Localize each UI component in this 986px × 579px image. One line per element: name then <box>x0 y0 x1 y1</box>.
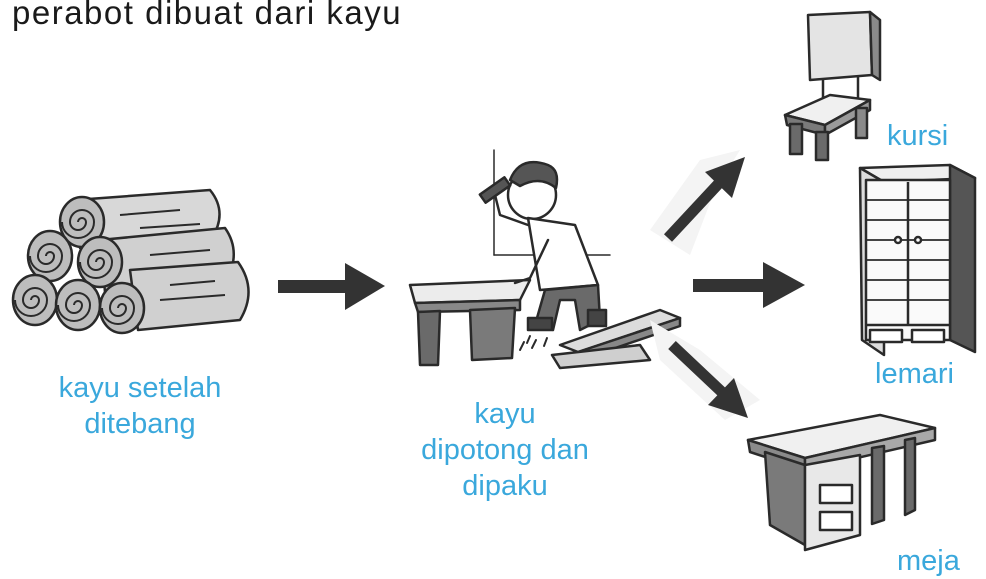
label-processing: kayu dipotong dan dipaku <box>370 396 640 504</box>
arrow-to-wardrobe <box>693 262 805 308</box>
label-logs-line2: ditebang <box>84 408 196 440</box>
label-desk: meja <box>897 545 960 577</box>
label-processing-line3: dipaku <box>462 470 548 502</box>
arrow-to-chair <box>650 150 745 255</box>
label-logs-line1: kayu setelah <box>58 372 222 404</box>
label-wardrobe: lemari <box>875 358 954 390</box>
label-chair: kursi <box>887 120 949 152</box>
chair-illustration <box>783 10 882 162</box>
log-end <box>11 195 146 335</box>
label-logs: kayu setelah ditebang <box>20 370 260 442</box>
log-pile-illustration <box>11 188 250 335</box>
diagram-title: perabot dibuat dari kayu <box>12 0 403 31</box>
arrow-logs-to-processing <box>278 263 385 310</box>
desk-illustration <box>746 413 937 552</box>
arrow-to-desk <box>650 320 760 420</box>
label-processing-line2: dipotong dan <box>421 434 589 466</box>
carpenter-illustration <box>408 149 682 370</box>
wardrobe-illustration <box>858 163 977 357</box>
label-processing-line1: kayu <box>474 398 536 430</box>
